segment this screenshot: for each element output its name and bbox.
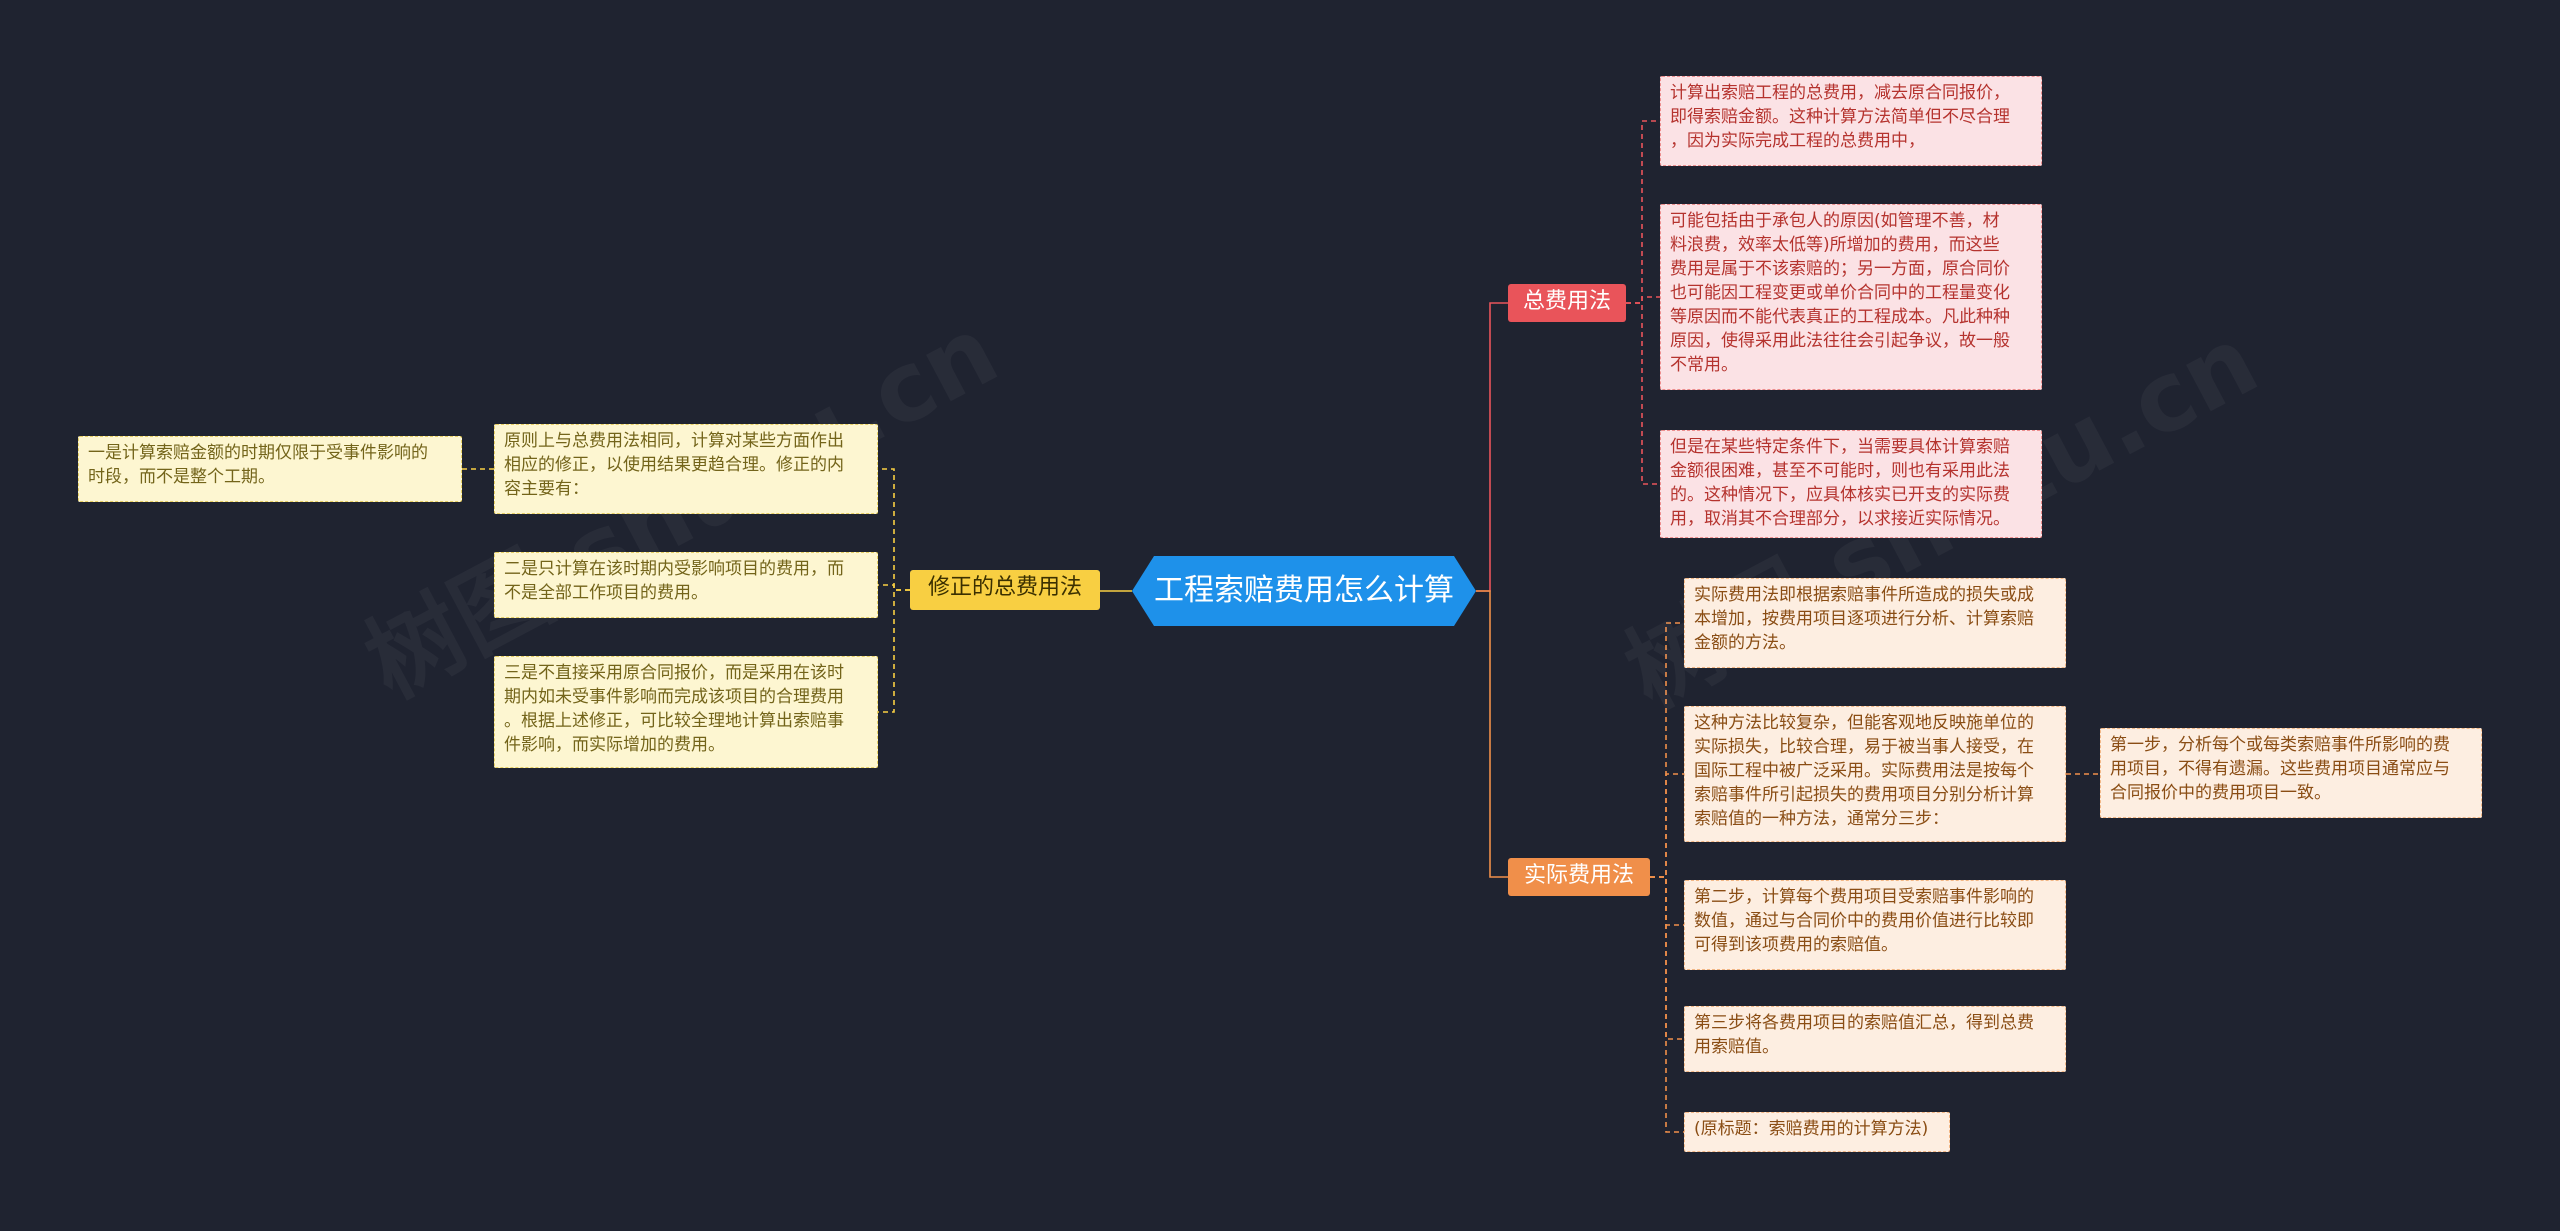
root-topic[interactable]: 工程索赔费用怎么计算 [1132,556,1476,626]
modified-cost-sub-node[interactable]: 一是计算索赔金额的时期仅限于受事件影响的 时段，而不是整个工期。 [78,436,462,502]
link-modified-1 [878,468,910,591]
link-actual-3 [1650,876,1684,926]
branch-actual-cost-method[interactable]: 实际费用法 [1508,858,1650,896]
link-actual-4 [1650,876,1684,1040]
actual-cost-node-5[interactable]: (原标题：索赔费用的计算方法) [1684,1112,1950,1152]
modified-cost-node-3[interactable]: 三是不直接采用原合同报价，而是采用在该时 期内如未受事件影响而完成该项目的合理费… [494,656,878,768]
link-actual-2 [1650,773,1684,878]
link-actual-1 [1650,622,1684,878]
modified-cost-node-2[interactable]: 二是只计算在该时期内受影响项目的费用，而 不是全部工作项目的费用。 [494,552,878,618]
actual-cost-node-3[interactable]: 第二步，计算每个费用项目受索赔事件影响的 数值，通过与合同价中的费用价值进行比较… [1684,880,2066,970]
modified-cost-node-1[interactable]: 原则上与总费用法相同，计算对某些方面作出 相应的修正，以使用结果更趋合理。修正的… [494,424,878,514]
actual-cost-node-4[interactable]: 第三步将各费用项目的索赔值汇总，得到总费 用索赔值。 [1684,1006,2066,1072]
total-cost-node-2[interactable]: 可能包括由于承包人的原因(如管理不善，材 料浪费，效率太低等)所增加的费用，而这… [1660,204,2042,390]
actual-cost-step-1[interactable]: 第一步，分析每个或每类索赔事件所影响的费 用项目，不得有遗漏。这些费用项目通常应… [2100,728,2482,818]
branch-total-cost-method[interactable]: 总费用法 [1508,284,1626,322]
actual-cost-node-1[interactable]: 实际费用法即根据索赔事件所造成的损失或成 本增加，按费用项目逐项进行分析、计算索… [1684,578,2066,668]
total-cost-node-3[interactable]: 但是在某些特定条件下，当需要具体计算索赔 金额很困难，甚至不可能时，则也有采用此… [1660,430,2042,538]
link-root-actual [1476,590,1508,878]
link-total-1 [1626,120,1660,304]
actual-cost-node-2[interactable]: 这种方法比较复杂，但能客观地反映施单位的 实际损失，比较合理，易于被当事人接受，… [1684,706,2066,842]
total-cost-node-1[interactable]: 计算出索赔工程的总费用，减去原合同报价， 即得索赔金额。这种计算方法简单但不尽合… [1660,76,2042,166]
link-modified-3 [878,589,910,713]
link-total-2 [1626,296,1660,304]
link-actual-5 [1650,876,1684,1133]
branch-modified-total-cost-method[interactable]: 修正的总费用法 [910,570,1100,610]
link-total-3 [1626,302,1660,485]
link-root-total [1476,302,1508,592]
link-modified-2 [878,584,910,591]
